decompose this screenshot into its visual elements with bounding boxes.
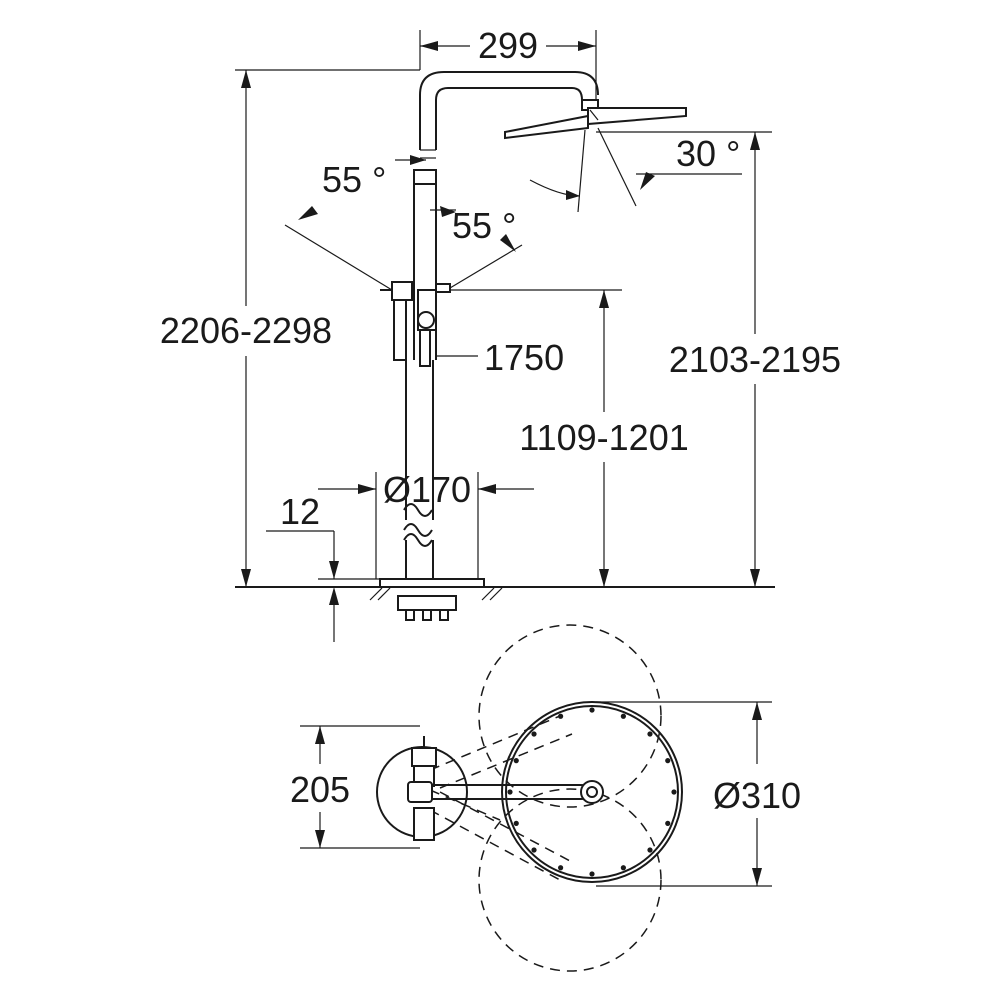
- rotation-circle-upper: [478, 624, 662, 808]
- nozzle-dot: [589, 871, 595, 877]
- dim-base-thickness-label: 12: [280, 491, 320, 532]
- dim-plan-depth: 205: [290, 725, 420, 849]
- nozzle-dot: [665, 820, 671, 826]
- nozzle-dots: [507, 707, 677, 877]
- floor-hatch: [369, 587, 503, 601]
- head-circle: [501, 701, 683, 883]
- nozzle-dot: [647, 847, 653, 853]
- dim-control-height-label: 1109-1201: [519, 417, 689, 458]
- nozzle-dot: [558, 865, 564, 871]
- dim-head-diameter: Ø310: [596, 701, 801, 887]
- mixer-handle: [435, 283, 451, 293]
- column-lower: [403, 523, 434, 579]
- dim-head-tilt-label: 30 °: [676, 133, 740, 174]
- dim-handle-angle-right: 55 °: [430, 205, 523, 289]
- dim-total-height: 2206-2298: [160, 69, 420, 587]
- dim-handle-angle-left: 55 °: [284, 155, 426, 291]
- plan-view: 205 Ø310: [290, 624, 801, 972]
- column-upper: [403, 360, 434, 520]
- rotation-circle-lower: [478, 788, 662, 972]
- dim-outlet-height: 2103-2195: [596, 131, 841, 587]
- dim-arm-projection: 299: [419, 25, 597, 100]
- head-circle-inner: [505, 705, 679, 879]
- mixer-body: [413, 169, 437, 367]
- dim-plan-depth-label: 205: [290, 769, 350, 810]
- nozzle-dot: [589, 707, 595, 713]
- dim-base-diameter: Ø170: [318, 469, 534, 579]
- plan-arm: [407, 780, 604, 804]
- base-plate: [379, 578, 485, 588]
- dim-handle-height-label: 1750: [484, 337, 564, 378]
- nozzle-dot: [507, 789, 513, 795]
- hand-shower: [380, 281, 413, 361]
- riser-pipe: [419, 71, 599, 159]
- dim-arm-projection-label: 299: [478, 25, 538, 66]
- dim-handle-height: 1750: [436, 337, 564, 378]
- dim-base-thickness: 12: [266, 491, 380, 642]
- dim-head-tilt: 30 °: [529, 127, 742, 213]
- dim-total-height-label: 2206-2298: [160, 310, 332, 351]
- dim-head-diameter-label: Ø310: [713, 775, 801, 816]
- dim-outlet-height-label: 2103-2195: [669, 339, 841, 380]
- nozzle-dot: [671, 789, 677, 795]
- floor-mounting-bracket: [397, 595, 457, 621]
- nozzle-dot: [665, 758, 671, 764]
- nozzle-dot: [531, 731, 537, 737]
- nozzle-dot: [513, 820, 519, 826]
- shower-head: [504, 99, 687, 140]
- elevation-view: 299 30 ° 55 ° 55 °: [160, 25, 841, 642]
- dim-handle-angle-right-label: 55 °: [452, 205, 516, 246]
- nozzle-dot: [531, 847, 537, 853]
- nozzle-dot: [620, 713, 626, 719]
- dim-base-diameter-label: Ø170: [383, 469, 471, 510]
- dim-control-height: 1109-1201: [450, 289, 689, 587]
- nozzle-dot: [513, 758, 519, 764]
- dim-handle-angle-left-label: 55 °: [322, 159, 386, 200]
- nozzle-dot: [620, 865, 626, 871]
- nozzle-dot: [647, 731, 653, 737]
- nozzle-dot: [558, 713, 564, 719]
